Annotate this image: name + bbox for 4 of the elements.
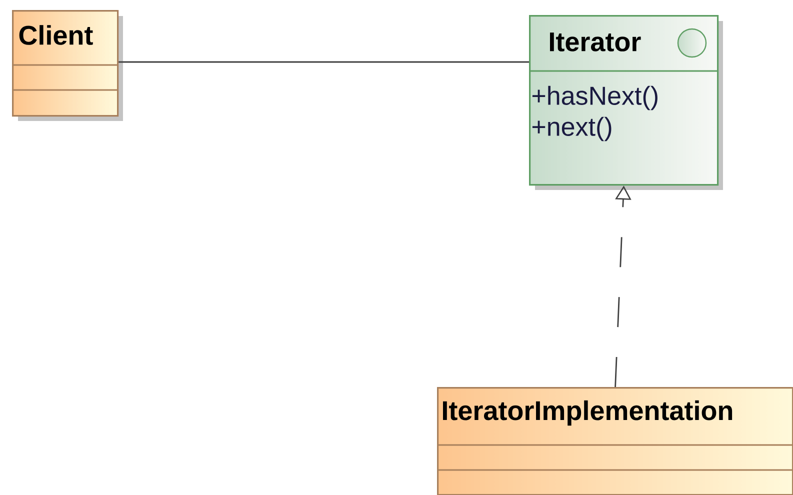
- class-box: Client: [12, 10, 123, 121]
- class-box: IteratorImplementation: [437, 387, 793, 495]
- association-line: [118, 61, 529, 63]
- class-box: Iterator +hasNext() +next(): [529, 15, 723, 190]
